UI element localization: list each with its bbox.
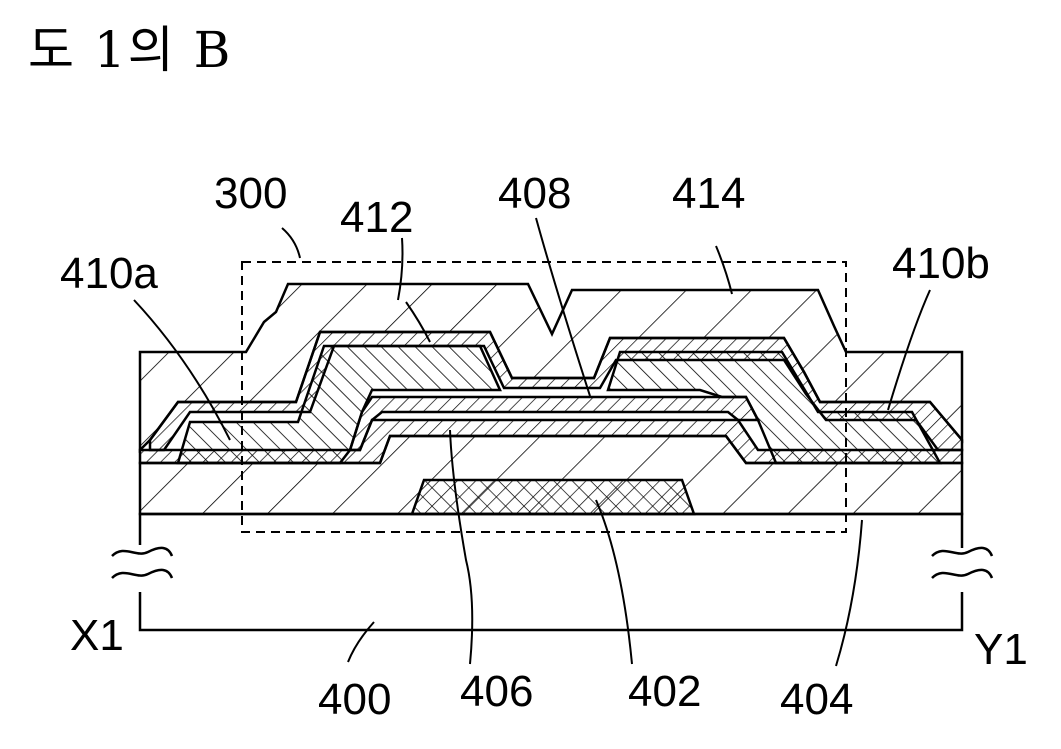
label-x1: X1 [70, 611, 124, 660]
label-y1: Y1 [974, 625, 1028, 674]
label-402: 402 [628, 667, 701, 716]
label-408: 408 [498, 169, 571, 218]
label-412: 412 [340, 193, 413, 242]
label-410b: 410b [892, 239, 990, 288]
label-414: 414 [672, 169, 745, 218]
label-404: 404 [780, 675, 853, 724]
label-400: 400 [318, 675, 391, 724]
label-410a: 410a [60, 249, 158, 298]
label-300: 300 [214, 169, 287, 218]
label-406: 406 [460, 667, 533, 716]
